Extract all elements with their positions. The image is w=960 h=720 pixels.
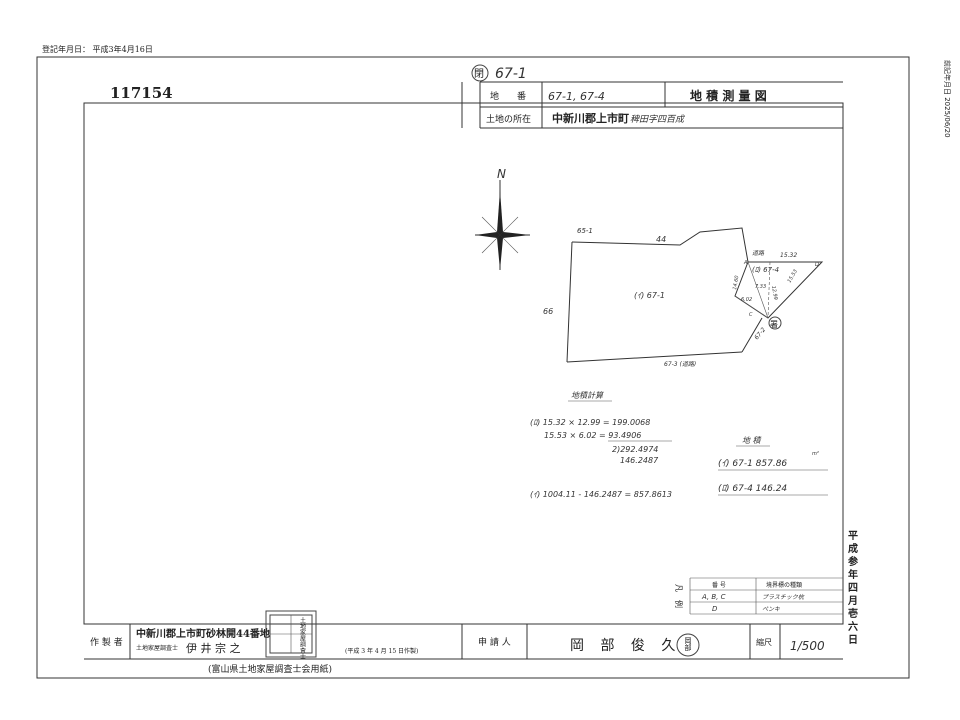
outer-frame xyxy=(36,56,910,679)
calc-line-2: 15.53 × 6.02 = 93.4906 xyxy=(544,431,641,440)
location-hand: 稗田字四百成 xyxy=(630,114,686,125)
legend-r1c1: A, B, C xyxy=(701,593,726,601)
side-date: 前記年月日 2025/06/20 xyxy=(943,60,952,138)
label-near-top: 道路 xyxy=(752,249,765,257)
applicant-seal-text: 岡部 xyxy=(684,637,692,652)
creator-date: (平成 3 年 4 月 15 日作製) xyxy=(345,647,418,655)
area-row-2: (ﾛ) 67-4 146.24 xyxy=(718,484,787,494)
calc-line-3: 2)292.4974 xyxy=(612,445,658,454)
creator-seal-text: 土地家屋調査士 xyxy=(299,616,306,659)
north-arrow-icon: N xyxy=(475,167,530,270)
applicant-name: 岡 部 俊 久 xyxy=(570,638,681,654)
scale-label: 縮尺 xyxy=(756,637,772,647)
legend-label: 凡 例 xyxy=(674,584,684,608)
lot-label: 地 番 xyxy=(490,90,526,102)
point-c: C xyxy=(749,312,753,318)
document-number: 117154 xyxy=(110,84,173,102)
creator-label: 作 製 者 xyxy=(90,636,123,648)
survey-stamp xyxy=(768,316,782,330)
location-value: 中新川郡上市町 xyxy=(552,111,629,125)
footer-note: (富山県土地家屋調査士会用紙) xyxy=(208,663,332,675)
top-stamp xyxy=(471,64,489,82)
calc-line-4: 146.2487 xyxy=(620,456,659,465)
top-stamp-char: 閉 xyxy=(474,68,484,80)
dim-14-60: 14.60 xyxy=(732,275,740,290)
legend-col-1: 番 号 xyxy=(712,582,726,589)
lot-value: 67-1, 67-4 xyxy=(548,90,605,103)
vertical-date: 平成参年四月壱六日 xyxy=(846,530,859,647)
calc-title: 地積計算 xyxy=(571,391,605,400)
creator-seal xyxy=(265,610,317,658)
applicant-label: 申 請 人 xyxy=(478,636,511,648)
location-label: 土地の所在 xyxy=(486,113,531,125)
dim-15-53: 15.53 xyxy=(787,269,799,284)
parcel-plot xyxy=(566,227,824,363)
dim-6-02: 6.02 xyxy=(741,297,752,303)
scale-value: 1/500 xyxy=(790,639,825,653)
point-a: A xyxy=(743,260,748,266)
legend-col-2: 境界標の種類 xyxy=(766,581,802,589)
top-annotation: 67-1 xyxy=(495,66,527,82)
area-title: 地 積 xyxy=(742,436,763,445)
dim-12-99: 12.99 xyxy=(770,285,778,300)
label-edge-66: 66 xyxy=(543,307,553,316)
creator-address: 中新川郡上市町砂林開44番地 xyxy=(136,627,270,640)
label-parcel-67-4: (ﾛ) 67-4 xyxy=(752,266,779,274)
calc-line-5: (ｲ) 1004.11 - 146.2487 = 857.8613 xyxy=(530,490,672,499)
label-edge-44: 44 xyxy=(656,235,666,244)
applicant-seal xyxy=(676,633,700,657)
svg-text:N: N xyxy=(497,167,506,181)
legend-r2c2: ペンキ xyxy=(762,606,780,613)
label-65-1: 65-1 xyxy=(577,227,593,235)
dim-15-32: 15.32 xyxy=(780,252,797,259)
calc-line-1: (ﾛ) 15.32 × 12.99 = 199.0068 xyxy=(530,418,650,427)
registration-date: 登記年月日： 平成3年4月16日 xyxy=(42,44,153,54)
legend-r2c1: D xyxy=(712,605,718,613)
creator-role: 土地家屋調査士 xyxy=(136,644,178,652)
area-row-1: (ｲ) 67-1 857.86 xyxy=(718,459,787,469)
legend-table xyxy=(689,577,843,615)
dim-7-33: 7.33 xyxy=(755,284,766,290)
legend-r1c2: プラスチック杭 xyxy=(762,593,805,601)
survey-stamp-char: 署 xyxy=(770,320,778,329)
creator-name: 伊 井 宗 之 xyxy=(186,641,241,655)
label-parcel-67-3: 67-3 (道路) xyxy=(664,360,696,368)
inner-frame xyxy=(83,102,844,625)
label-parcel-67-1: (ｲ) 67-1 xyxy=(634,291,665,300)
point-d: D xyxy=(815,262,819,268)
document-title: 地 積 測 量 図 xyxy=(690,88,767,103)
area-unit: m² xyxy=(812,451,819,457)
